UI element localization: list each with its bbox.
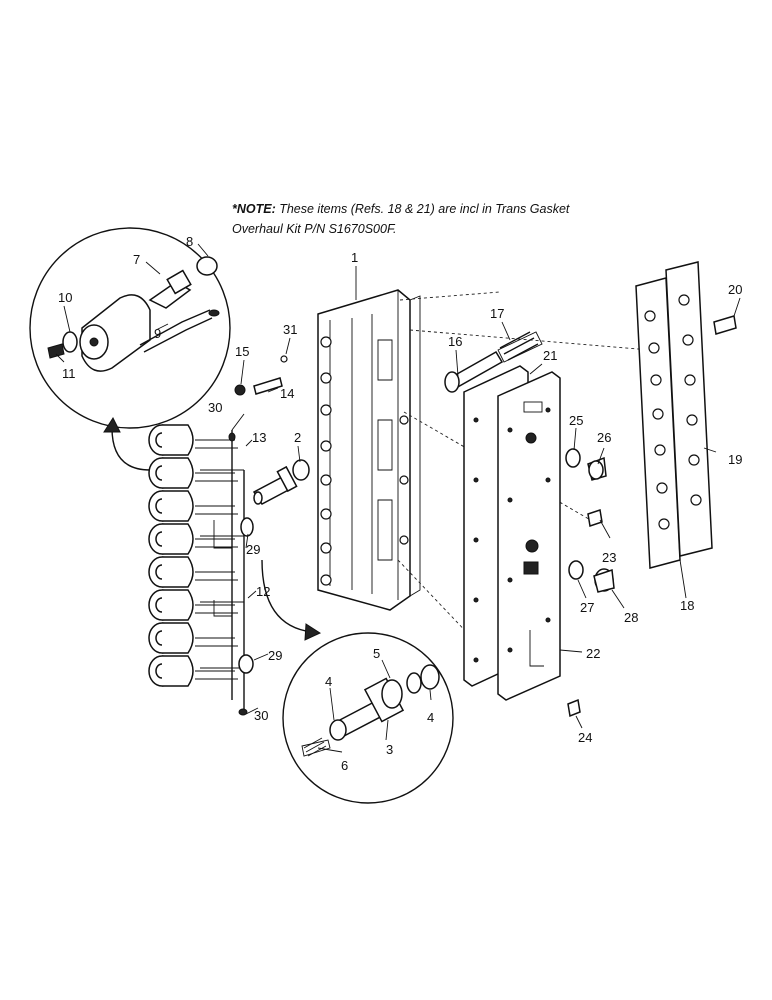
callout-13: 13 [252, 430, 266, 445]
callout-17: 17 [490, 306, 504, 321]
callout-1: 1 [351, 250, 358, 265]
callout-4a: 4 [325, 674, 332, 689]
callout-11: 11 [62, 366, 76, 381]
callout-30b: 30 [254, 708, 268, 723]
callout-24: 24 [578, 730, 592, 745]
callout-18: 18 [680, 598, 694, 613]
valve-body [317, 289, 421, 611]
callout-12: 12 [256, 584, 270, 599]
callout-27: 27 [580, 600, 594, 615]
gasket-19 [665, 261, 713, 557]
solenoid-bank [103, 416, 322, 716]
gasket-18 [635, 277, 681, 569]
callout-26: 26 [597, 430, 611, 445]
cover-plate-22 [497, 371, 561, 701]
callout-21: 21 [543, 348, 557, 363]
callout-14: 14 [280, 386, 294, 401]
plunger-and-spring [444, 331, 543, 393]
callout-15: 15 [235, 344, 249, 359]
callout-numbers: 1 2 3 4 4 5 6 7 8 9 10 11 12 13 14 15 16… [58, 234, 742, 773]
callout-29b: 29 [268, 648, 282, 663]
callout-25: 25 [569, 413, 583, 428]
screw-20 [713, 315, 737, 335]
callout-2: 2 [294, 430, 301, 445]
callout-31: 31 [283, 322, 297, 337]
callout-19: 19 [728, 452, 742, 467]
callout-29a: 29 [246, 542, 260, 557]
note-line-1: These items (Refs. 18 & 21) are incl in … [275, 202, 570, 216]
note-line-2: Overhaul Kit P/N S1670S00F. [232, 222, 397, 236]
note-prefix: *NOTE: [232, 202, 276, 216]
callout-4b: 4 [427, 710, 434, 725]
callout-8: 8 [186, 234, 193, 249]
callout-3: 3 [386, 742, 393, 757]
solenoid-detail-circle [29, 227, 231, 429]
callout-9: 9 [154, 326, 161, 341]
callout-6: 6 [341, 758, 348, 773]
callout-22: 22 [586, 646, 600, 661]
callout-16: 16 [448, 334, 462, 349]
kit-note: *NOTE: These items (Refs. 18 & 21) are i… [232, 199, 652, 239]
callout-7: 7 [133, 252, 140, 267]
callout-23: 23 [602, 550, 616, 565]
callout-10: 10 [58, 290, 72, 305]
callout-20: 20 [728, 282, 742, 297]
callout-28: 28 [624, 610, 638, 625]
callout-30a: 30 [208, 400, 222, 415]
callout-5: 5 [373, 646, 380, 661]
valve-detail-circle [282, 632, 454, 804]
leader-lines [55, 243, 741, 753]
plugs-and-washers [565, 448, 615, 718]
valve-and-fittings [234, 355, 310, 505]
